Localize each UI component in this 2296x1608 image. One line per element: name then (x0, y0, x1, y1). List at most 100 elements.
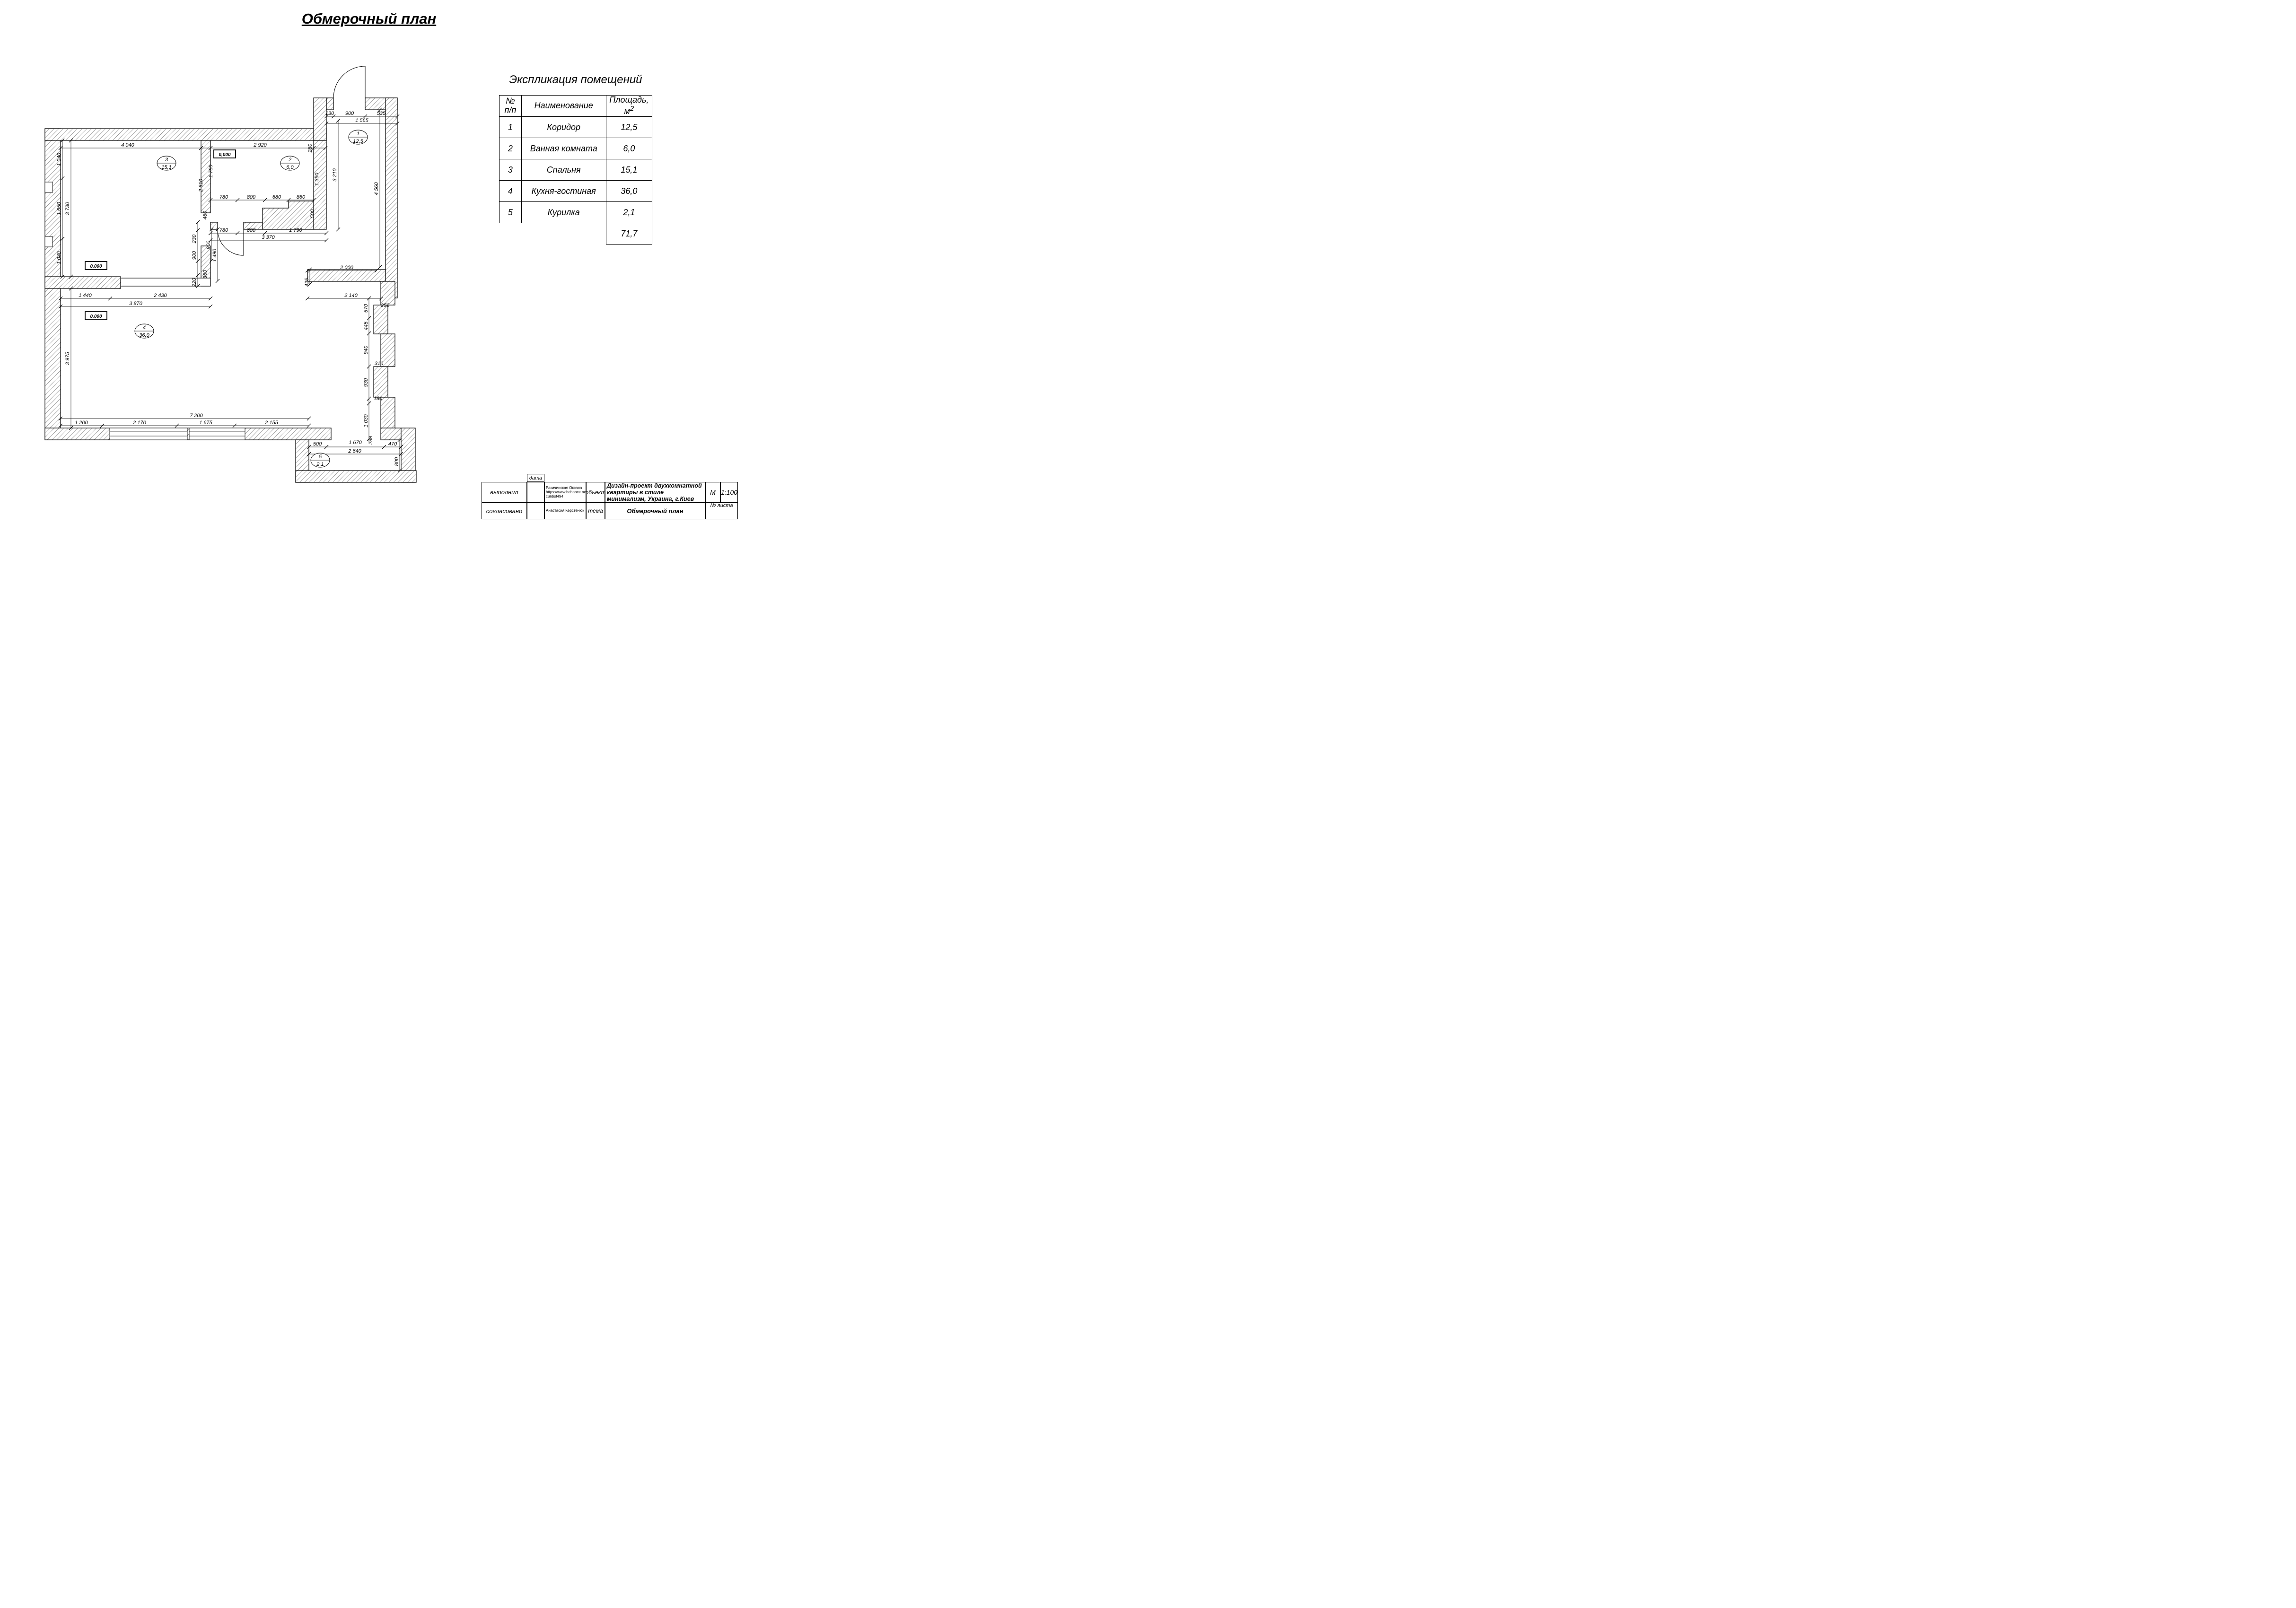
dimension-tick (58, 416, 63, 421)
dimension-tick (208, 231, 213, 236)
room-name: Ванная комната (521, 138, 606, 159)
explication-row: 2 Ванная комната 6,0 (499, 138, 653, 159)
dimension-tick (367, 331, 371, 336)
dimension-tick (208, 146, 213, 150)
dimension-tick (397, 437, 402, 442)
dimension-tick (307, 452, 311, 456)
scale-value: 1:100 (720, 482, 738, 502)
dimension-label: 360 (202, 270, 208, 279)
dimension-label: 1 675 (199, 420, 212, 426)
room-num: 2 (499, 138, 522, 159)
dimension-tick (69, 274, 73, 279)
dimension-label: 680 (272, 194, 281, 200)
room-num: 5 (499, 201, 522, 223)
dimension-tick (395, 114, 400, 119)
dimension-tick (100, 423, 105, 428)
dimension-label: 3 730 (65, 201, 70, 215)
dimension-tick (263, 231, 267, 236)
dimension-label: 900 (192, 251, 197, 260)
approved-name: Анастасия Керстенюк (544, 502, 586, 519)
dimension-tick (311, 146, 316, 150)
room-marker-area: 6,0 (286, 165, 294, 170)
drawing-sheet: Обмерочный план (0, 0, 738, 520)
dimension-label: 130 (325, 111, 334, 116)
col-header-num: № п/п (499, 95, 522, 117)
room-num: 3 (499, 159, 522, 181)
dimension-label: 2 000 (340, 265, 353, 271)
col-header-area: Площадь, м2 (605, 95, 653, 117)
dimension-label: 1 200 (75, 420, 88, 426)
dimension-tick (379, 296, 384, 301)
room-marker-area: 2,1 (316, 462, 324, 467)
dimension-tick (60, 274, 65, 279)
windows (44, 182, 245, 440)
dimension-tick (367, 316, 371, 321)
dimension-label: 1 790 (289, 227, 302, 233)
dimension-label: 1 650 (56, 201, 62, 215)
explication-heading: Экспликация помещений (509, 73, 642, 86)
dimension-tick (69, 138, 73, 143)
dimension-tick (195, 220, 200, 225)
dimension-label: 2 610 (198, 178, 204, 192)
dimension-tick (69, 426, 73, 430)
dimension-label: 1 040 (56, 251, 62, 264)
dimension-tick (209, 258, 214, 263)
dimension-label: 290 (368, 436, 374, 445)
dimension-label: 800 (394, 457, 400, 466)
explication-header-row: № п/п Наименование Площадь, м2 (499, 95, 653, 117)
dimension-tick (363, 114, 368, 119)
total-area: 71,7 (605, 223, 653, 245)
dimension-tick (209, 227, 214, 232)
dimension-label: 2 430 (153, 293, 167, 298)
dimension-tick (286, 198, 291, 202)
dimension-tick (367, 396, 371, 401)
dimension-tick (307, 416, 311, 421)
dimension-tick (307, 267, 312, 272)
dimension-tick (305, 296, 310, 301)
dimension-tick (395, 121, 400, 126)
dimension-tick (397, 468, 402, 473)
dimension-tick (336, 227, 341, 232)
dimension-label: 425 (304, 278, 310, 287)
dimension-tick (215, 279, 220, 283)
dimension-tick (323, 146, 328, 150)
doors (217, 66, 366, 256)
dimension-label: 220 (192, 278, 197, 287)
dimension-tick (208, 296, 213, 301)
dimension-tick (208, 304, 213, 309)
dimension-label: 1 360 (314, 172, 320, 185)
room-name: Коридор (521, 116, 606, 138)
object-label: объект (586, 482, 605, 502)
dimension-tick (58, 146, 63, 150)
dimension-label: 2 155 (264, 420, 278, 426)
dimension-tick (60, 138, 65, 143)
dimension-label: 535 (377, 111, 386, 116)
dimension-label: 780 (219, 227, 228, 233)
dimension-tick (367, 437, 371, 441)
dimension-tick (382, 445, 386, 449)
explication-row: 3 Спальня 15,1 (499, 159, 653, 181)
room-num: 4 (499, 180, 522, 202)
dimension-tick (263, 198, 267, 202)
dimension-tick (377, 265, 382, 270)
title-block: дата выполнил Ракичинская Оксана https:/… (482, 474, 738, 519)
dimension-label: 1 670 (349, 440, 362, 446)
dimension-label: 800 (247, 194, 256, 200)
explication-total-row: 71,7 (500, 223, 653, 245)
dimension-tick (377, 107, 382, 112)
room-marker-area: 36,0 (139, 332, 149, 338)
dimension-tick (235, 198, 240, 202)
room-marker-number: 5 (319, 454, 322, 460)
room-name: Спальня (521, 159, 606, 181)
room-area: 15,1 (605, 159, 653, 181)
interior-door-arc (217, 229, 244, 256)
dimension-label: 1 565 (355, 118, 368, 123)
level-marker-box (85, 261, 107, 270)
date-cell-empty (527, 482, 544, 502)
room-name: Курилка (521, 201, 606, 223)
dimension-tick (305, 268, 310, 273)
room-marker-number: 3 (165, 157, 168, 163)
dimension-label: 500 (310, 209, 315, 218)
room-area: 2,1 (605, 201, 653, 223)
